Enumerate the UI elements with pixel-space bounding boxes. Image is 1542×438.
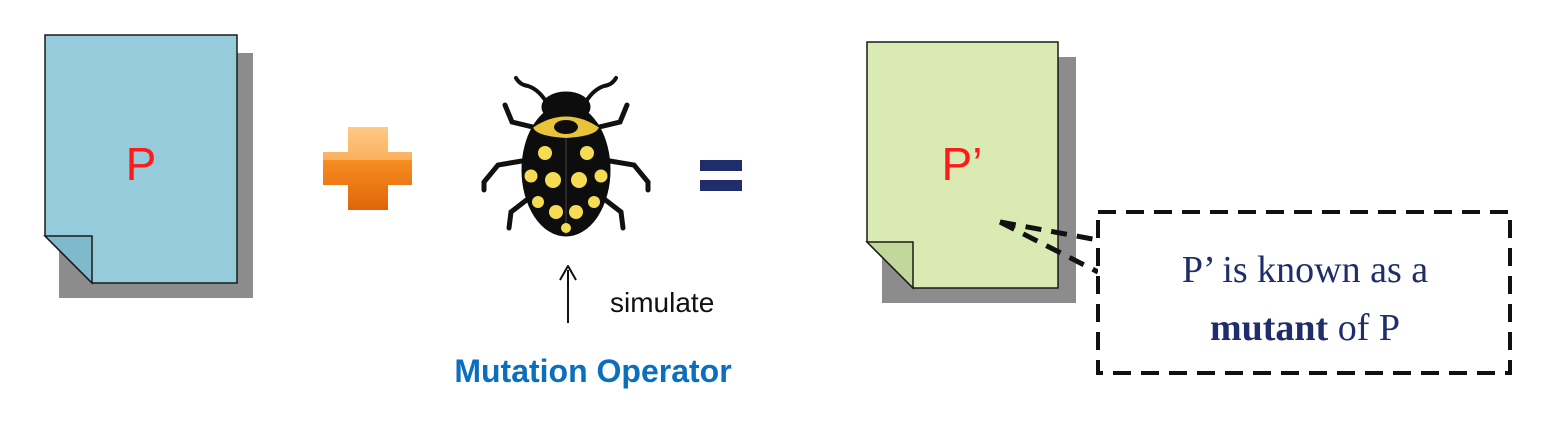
callout-mutant-word: mutant <box>1210 307 1329 349</box>
mutation-operator-caption: Mutation Operator <box>454 353 731 389</box>
equals-bar-bottom <box>700 180 742 191</box>
mutant-document-p-prime: P’ <box>865 41 1076 303</box>
program-document-p: P <box>43 34 253 298</box>
plus-shape <box>323 127 412 210</box>
plus-icon <box>323 127 412 210</box>
document-label-p: P <box>126 138 157 190</box>
simulate-label: simulate <box>610 287 714 318</box>
equals-icon <box>700 160 742 191</box>
mutant-callout: P’ is known as a mutant of P <box>1096 210 1512 375</box>
document-folded-corner <box>865 241 914 290</box>
simulate-arrow <box>559 265 577 323</box>
callout-line-2: mutant of P <box>1210 307 1400 349</box>
callout-line-2-rest: of P <box>1328 307 1400 349</box>
plus-highlight <box>323 127 412 160</box>
document-label-p-prime: P’ <box>942 138 983 190</box>
callout-line-1: P’ is known as a <box>1182 249 1428 291</box>
document-body <box>44 34 238 284</box>
bug-icon <box>481 76 651 237</box>
callout-box <box>1096 210 1512 375</box>
equals-bar-top <box>700 160 742 171</box>
document-folded-corner <box>43 235 93 285</box>
callout-pointer <box>998 219 1100 275</box>
